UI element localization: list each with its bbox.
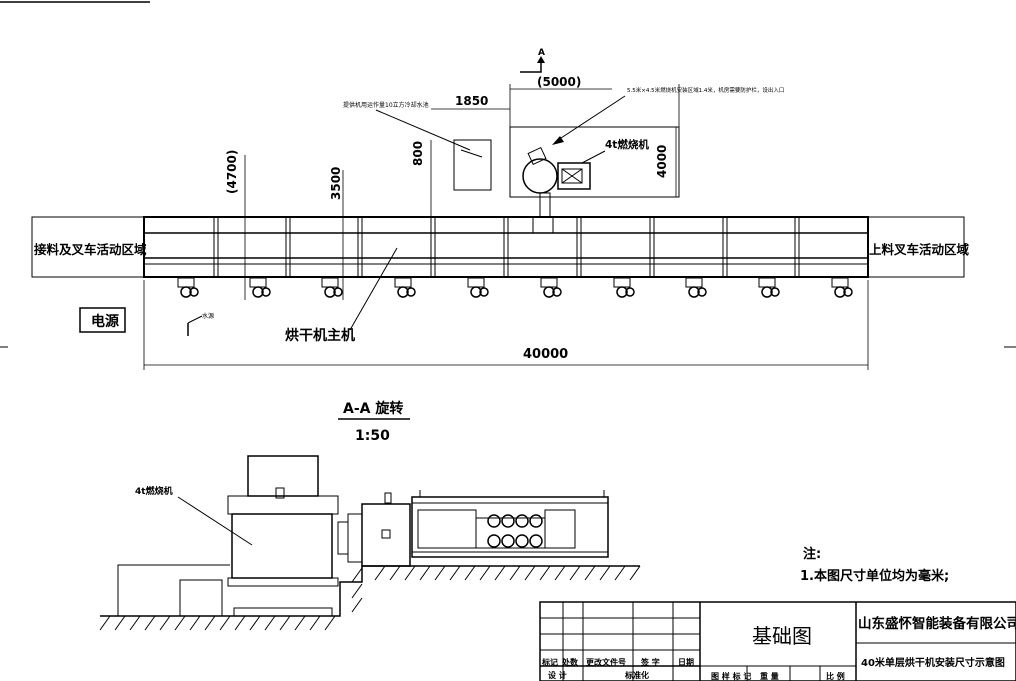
burner-inlet [532,216,554,234]
drawing-title: 基础图 [752,624,812,648]
dryer-rollers [487,514,543,548]
burner-note: 5.5米×4.5米燃烧机安装区域1.4米，机房需要防护栏，设出入口 [627,86,784,94]
tank-note-leader [375,109,471,151]
tb-standardization: 标准化 [624,670,649,680]
main-machine-outline [143,216,869,278]
dim-height-3500: 3500 [329,167,343,200]
burner-note-leader [557,95,626,141]
tb-header-mark: 标记 [541,657,558,667]
section-view: A-A 旋转 1:50 4t燃烧机 [99,400,641,631]
tank-note: 提供机用运作量10立方冷却水池 [343,101,429,109]
burner-label: 4t燃烧机 [605,138,649,151]
notes-item-1: 1.本图尺寸单位均为毫米; [800,568,949,584]
tb-weight: 重 量 [760,671,779,681]
left-zone-label: 接料及叉车活动区域 [34,242,147,257]
section-marker: A [538,48,545,58]
company-name: 山东盛怀智能装备有限公司 [858,615,1016,632]
dim-height-4700: (4700) [225,150,239,194]
main-machine-label: 烘干机主机 [285,327,355,344]
burner-box [557,162,591,190]
tb-header-sign: 签 字 [640,657,660,667]
water-label: 水源 [202,312,214,320]
tb-header-count: 处数 [561,657,579,667]
power-box [79,307,126,333]
plan-view: 接料及叉车活动区域 上料叉车活动区域 [31,48,970,370]
notes-heading: 注: [803,546,821,562]
ground-line [100,565,640,617]
tb-drawing-mark: 图 样 标 记 [711,671,751,681]
cooling-tank [453,139,492,191]
section-arrow [520,60,542,73]
dim-height-800: 800 [411,141,425,166]
section-burner-label: 4t燃烧机 [135,485,173,497]
burner-body [231,513,333,579]
burner-area [509,126,680,198]
burner-collar [227,495,339,515]
burner-drum [522,158,558,194]
tb-header-date: 日期 [678,657,694,667]
tb-design: 设 计 [548,670,567,680]
fan-units [177,277,853,298]
tb-header-change: 更改文件号 [586,657,626,667]
dim-height-4000: 4000 [655,145,669,178]
burner-inner-box [561,168,583,184]
section-scale: 1:50 [355,428,390,444]
dim-total-length: 40000 [523,347,568,362]
tb-scale: 比 例 [826,671,845,681]
notes: 注: 1.本图尺寸单位均为毫米; [800,546,949,584]
burner-leader [581,150,606,164]
drawing-description: 40米单层烘干机安装尺寸示意图 [861,656,1005,669]
transition-duct [361,503,411,567]
dim-burner-width: (5000) [537,75,581,89]
section-title: A-A 旋转 [343,400,403,417]
right-zone-label: 上料叉车活动区域 [869,242,970,257]
section-dividers [213,217,800,277]
ground-hatch [99,565,641,631]
dryer-section [411,496,609,558]
base-block [179,579,223,617]
title-block: 基础图 山东盛怀智能装备有限公司 40米单层烘干机安装尺寸示意图 标记 处数 更… [539,601,1016,681]
burner-top [247,455,319,497]
power-label: 电源 [91,313,119,330]
burner-hopper [527,146,547,166]
dim-tank-offset: 1850 [455,94,488,108]
main-machine-leader [349,247,398,331]
